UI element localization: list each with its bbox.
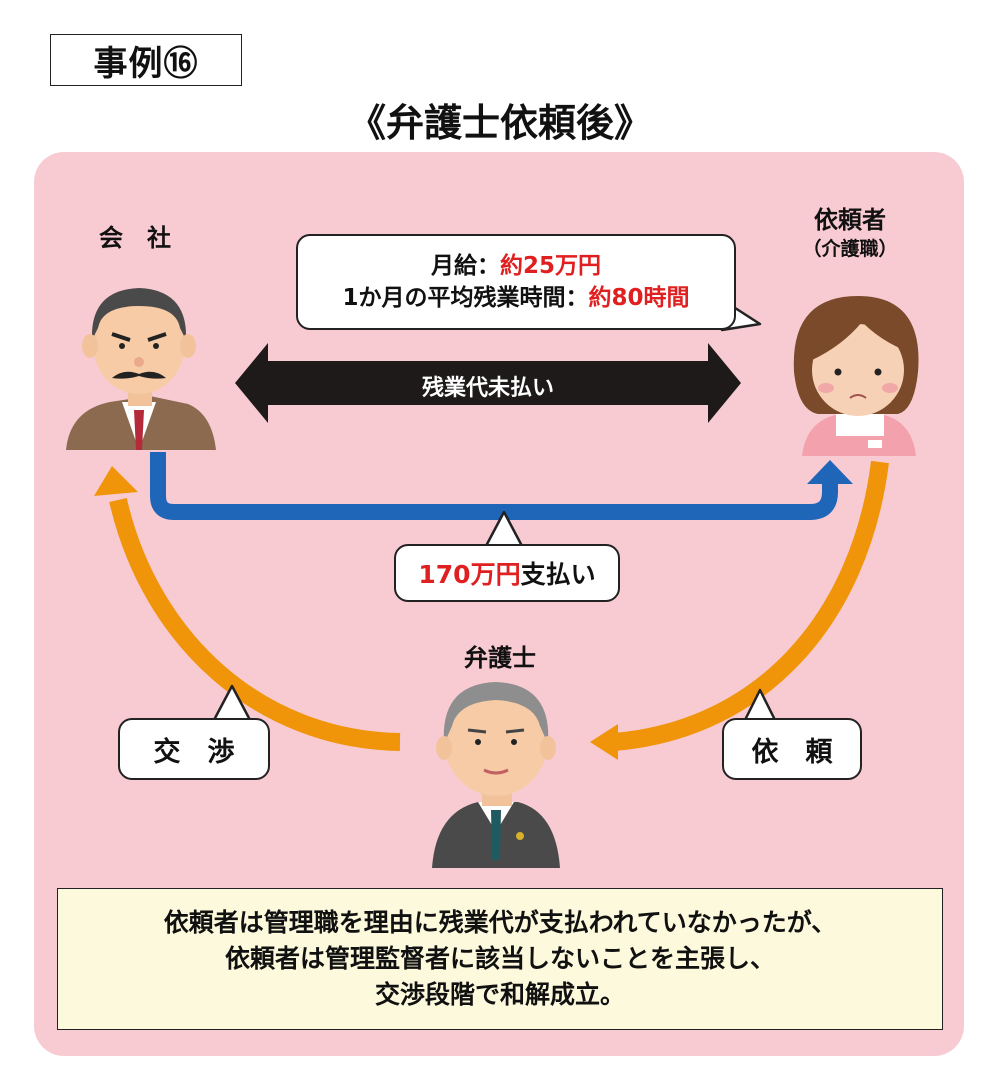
client-avatar [793,296,919,456]
note-line-1: 依頼者は管理職を理由に残業代が支払われていなかったが、 [163,907,837,937]
client-label: 依頼者 [814,206,886,234]
unpaid-overtime-label: 残業代未払い [421,376,554,401]
note-line-3: 交渉段階で和解成立。 [374,980,625,1010]
lawyer-label: 弁護士 [464,644,536,672]
negotiation-arrow-head [94,466,138,496]
salary-line: 月給：約25万円 [430,252,601,279]
payment-bubble: 170万円支払い [394,544,620,602]
negotiation-arrow-line [109,497,401,751]
negotiation-bubble: 交 渉 [118,718,270,780]
overtime-line: 1か月の平均残業時間：約80時間 [342,285,690,311]
company-label: 会 社 [99,224,171,252]
salary-bubble: 月給：約25万円 1か月の平均残業時間：約80時間 [296,234,736,330]
note-line-2: 依頼者は管理監督者に該当しないことを主張し、 [224,943,775,973]
request-arrow-head [590,724,618,760]
unpaid-overtime-arrow [235,343,741,423]
lawyer-avatar [432,682,560,868]
payment-arrow-line [150,452,838,520]
summary-note: 依頼者は管理職を理由に残業代が支払われていなかったが、 依頼者は管理監督者に該当… [57,888,943,1030]
request-arrow-line [613,460,889,751]
case-label: 事例⑯ [50,34,242,86]
client-role: （介護職） [802,238,898,260]
page-title: 《弁護士依頼後》 [347,101,652,145]
request-bubble: 依 頼 [722,718,862,780]
company-avatar [66,288,216,450]
payment-arrow-head [807,460,853,484]
